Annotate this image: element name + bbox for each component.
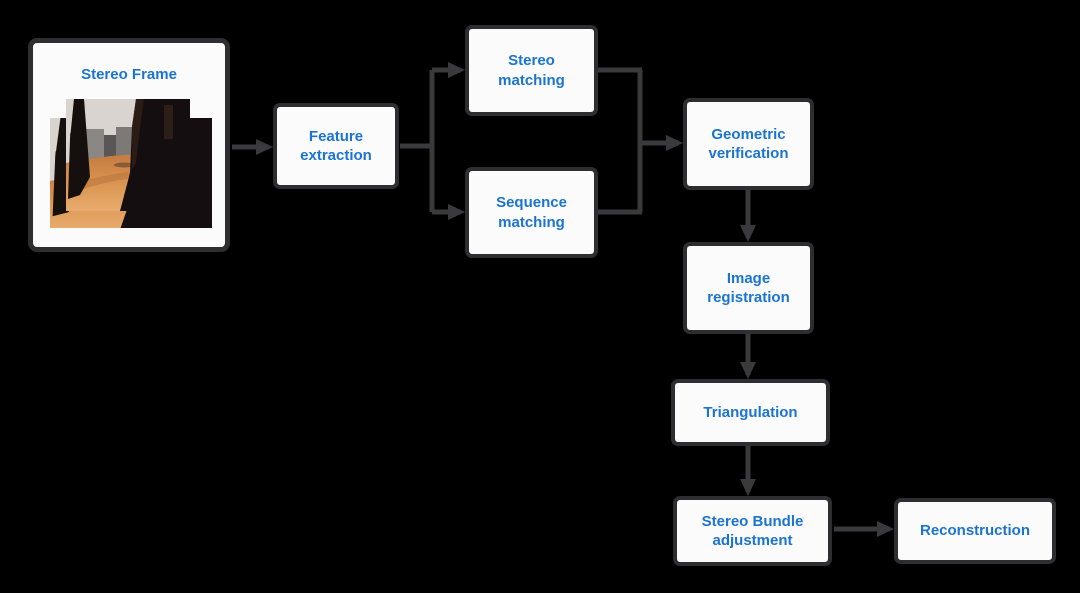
stereo-photo-front — [66, 99, 190, 211]
node-feature-extraction: Feature extraction — [273, 103, 399, 189]
node-stereo-frame: Stereo Frame — [28, 38, 230, 252]
node-label: verification — [708, 145, 789, 162]
node-label: Stereo — [508, 52, 555, 69]
node-label: Stereo Bundle — [701, 512, 804, 530]
node-label: matching — [498, 71, 565, 89]
node-label: adjustment — [712, 532, 793, 549]
node-image-registration: Image registration — [683, 242, 814, 334]
node-label: Image — [726, 269, 771, 287]
node-geometric-verification: Geometric verification — [683, 98, 814, 190]
node-label: Sequence — [496, 194, 567, 211]
node-stereo-bundle-adjustment: Stereo Bundle adjustment — [673, 496, 832, 566]
node-triangulation: Triangulation — [671, 379, 830, 446]
node-stereo-matching: Stereo matching — [465, 25, 598, 116]
node-stereo-frame-label: Stereo Frame — [81, 66, 177, 83]
node-label: Feature — [308, 127, 364, 145]
node-label: matching — [498, 213, 565, 231]
node-sequence-matching: Sequence matching — [465, 167, 598, 258]
node-label: Triangulation — [703, 403, 798, 421]
node-label: registration — [707, 289, 790, 306]
stereo-pair-image — [50, 99, 212, 228]
node-label: extraction — [300, 147, 372, 164]
node-label: Geometric — [711, 125, 786, 143]
node-label: Reconstruction — [919, 522, 1030, 540]
node-reconstruction: Reconstruction — [894, 498, 1056, 564]
